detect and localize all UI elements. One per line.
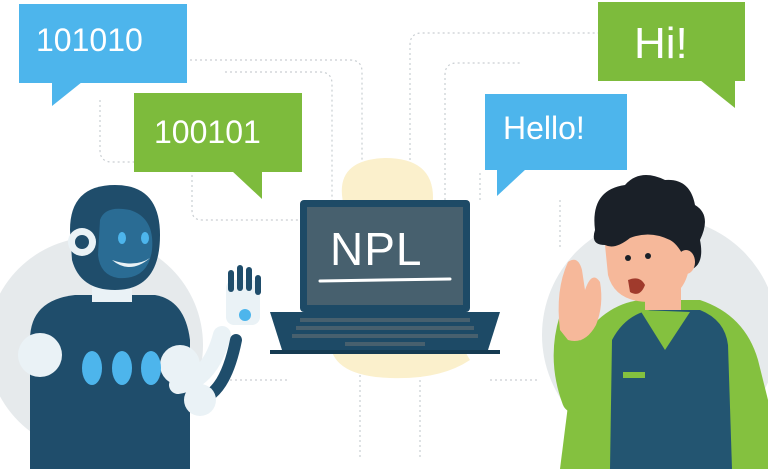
connector-lines xyxy=(99,32,600,460)
laptop-screen-text: NPL xyxy=(330,223,423,275)
bubble-human-right xyxy=(598,2,745,108)
bubble-robot-bottom-text: 100101 xyxy=(154,114,261,150)
bubble-robot-bottom xyxy=(134,93,302,199)
bubble-human-right-text: Hi! xyxy=(634,19,688,68)
robot xyxy=(18,185,261,469)
bubble-robot-top-text: 101010 xyxy=(36,22,143,58)
human xyxy=(553,175,768,469)
bubble-human-left xyxy=(485,94,627,196)
bubble-human-left-text: Hello! xyxy=(503,110,585,146)
bubble-robot-top xyxy=(19,4,187,106)
laptop-keyboard xyxy=(292,318,478,346)
laptop xyxy=(270,200,500,354)
